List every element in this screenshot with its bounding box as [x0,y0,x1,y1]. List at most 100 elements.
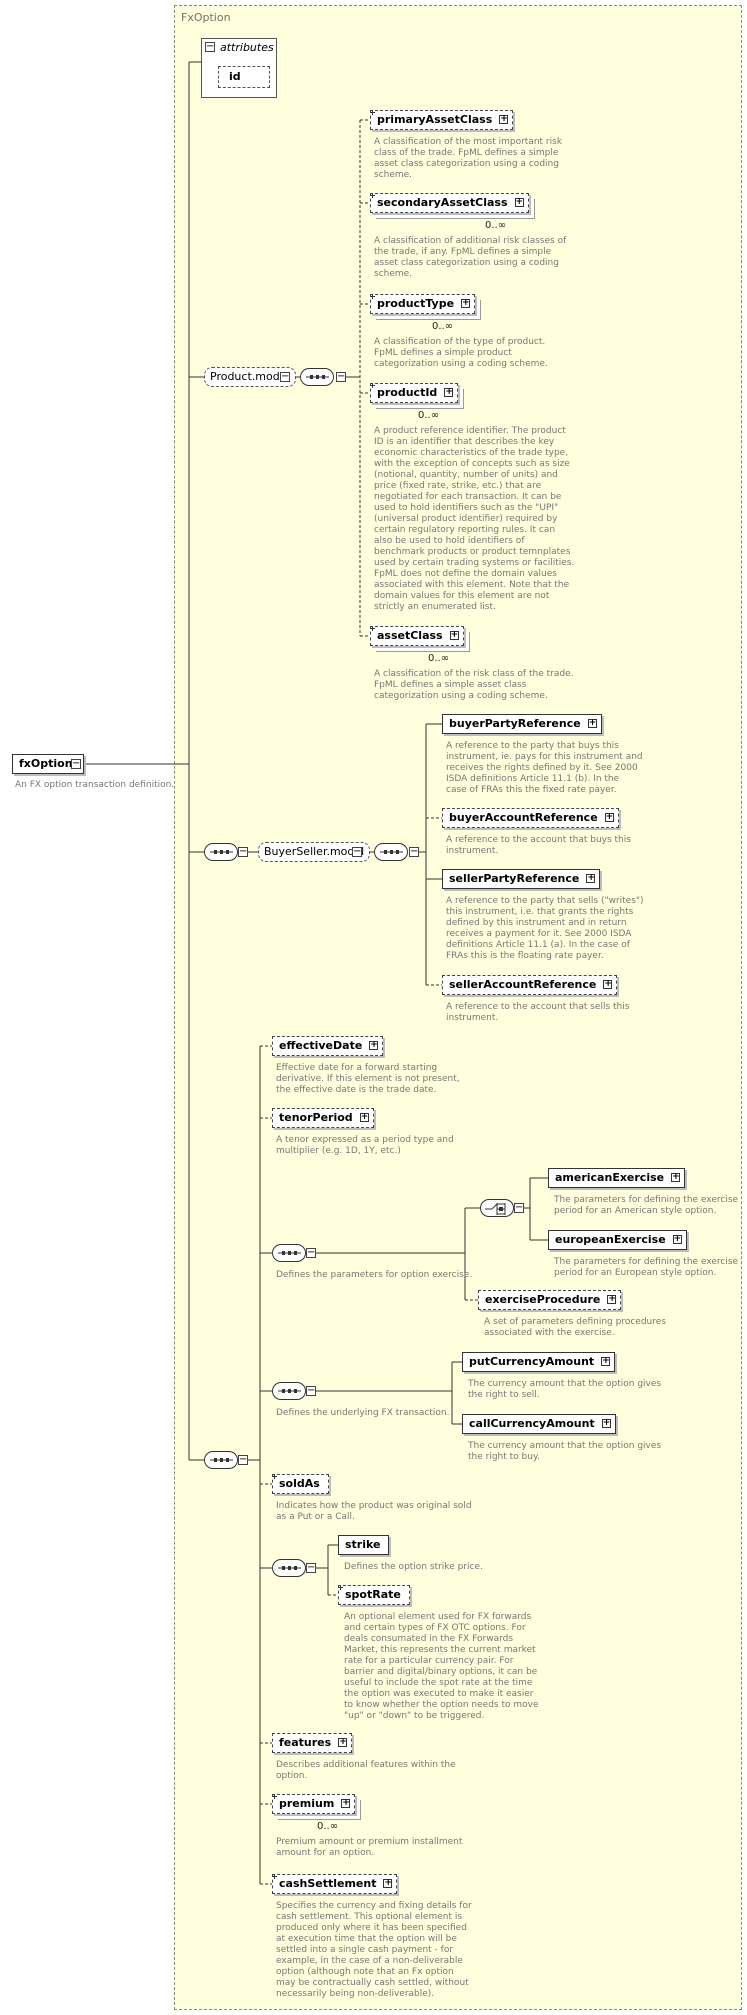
element-put-currency-amount[interactable]: putCurrencyAmount + [462,1352,616,1372]
element-seller-account-reference[interactable]: sellerAccountReference+ [442,975,618,995]
element-label: assetClass [377,629,443,642]
expand-icon[interactable]: + [604,812,614,822]
element-label: buyerPartyReference [449,717,581,730]
doc-seller-account-reference: A reference to the account that sells th… [446,1002,630,1023]
product-model-collapse-toggle[interactable]: − [280,371,290,382]
sequence-main-collapse-toggle[interactable]: − [238,1454,248,1465]
expand-icon[interactable]: + [514,197,524,207]
expand-icon[interactable]: + [444,387,454,397]
expand-icon[interactable]: + [449,630,459,640]
element-exercise-procedure[interactable]: exerciseProcedure+ [478,1290,622,1310]
element-label: cashSettlement [279,1877,377,1890]
attributes-label: attributes [220,41,274,54]
element-label: productType [377,297,455,310]
expand-icon[interactable]: + [461,298,471,308]
element-primary-asset-class[interactable]: primaryAssetClass + [370,110,514,130]
sequence-product-collapse-toggle[interactable]: − [336,371,346,382]
sequence-buyer-seller-collapse-toggle[interactable]: − [409,846,419,857]
expand-icon[interactable]: + [383,1878,393,1888]
doc-asset-class: A classification of the risk class of th… [374,669,574,701]
element-seller-party-reference[interactable]: sellerPartyReference + [442,869,601,889]
root-collapse-toggle[interactable]: − [71,758,81,769]
buyer-seller-model-collapse-toggle[interactable]: − [352,846,362,857]
doc-strike: Defines the option strike price. [344,1562,483,1572]
element-european-exercise[interactable]: europeanExercise+ [548,1230,687,1250]
cardinality-product-id: 0..∞ [418,410,440,421]
element-buyer-account-reference[interactable]: buyerAccountReference+ [442,808,619,828]
sequence-compositor-main [204,1451,238,1469]
element-label: soldAs [279,1477,320,1490]
expand-icon[interactable]: + [607,1294,617,1304]
attribute-id[interactable]: id [218,66,270,88]
complex-type-title: FxOption [181,11,231,24]
expand-icon[interactable]: + [671,1172,681,1182]
element-sold-as[interactable]: soldAs [272,1474,329,1494]
doc-exercise-group: Defines the parameters for option exerci… [276,1270,473,1280]
element-american-exercise[interactable]: americanExercise+ [548,1168,686,1188]
expand-icon[interactable]: + [338,1737,348,1747]
doc-call-currency-amount: The currency amount that the option give… [468,1441,662,1462]
sequence-compositor-buyer-seller-wrapper [204,843,238,861]
sequence-compositor-exercise [272,1244,306,1262]
expand-icon[interactable]: + [603,979,613,989]
sequence-compositor-strike [272,1559,306,1577]
element-label: premium [279,1797,335,1810]
doc-product-id: A product reference identifier. The prod… [374,426,575,612]
element-label: callCurrencyAmount [469,1417,595,1430]
sequence-buyer-seller-wrapper-toggle[interactable]: − [238,846,248,857]
element-label: tenorPeriod [279,1111,353,1124]
doc-sold-as: Indicates how the product was original s… [276,1501,472,1522]
element-product-type[interactable]: productType + [370,294,476,314]
doc-spot-rate: An optional element used for FX forwards… [344,1612,539,1721]
element-cash-settlement[interactable]: cashSettlement + [272,1874,398,1894]
expand-icon[interactable]: + [587,718,597,728]
element-label: sellerPartyReference [449,872,580,885]
expand-icon[interactable]: + [369,1040,379,1050]
expand-icon[interactable]: + [601,1418,611,1428]
element-asset-class[interactable]: assetClass + [370,626,464,646]
doc-seller-party-reference: A reference to the party that sells ("wr… [446,896,644,961]
doc-cash-settlement: Specifies the currency and fixing detail… [276,1901,472,1999]
element-label: strike [345,1538,381,1551]
element-features[interactable]: features + [272,1733,353,1753]
element-secondary-asset-class[interactable]: secondaryAssetClass+ [370,193,529,213]
element-spot-rate[interactable]: spotRate [338,1585,410,1605]
element-label: effectiveDate [279,1039,363,1052]
sequence-fx-collapse-toggle[interactable]: − [306,1385,316,1396]
expand-icon[interactable]: + [601,1356,611,1366]
element-label: primaryAssetClass [377,113,493,126]
element-strike[interactable]: strike [338,1535,390,1555]
group-product-model[interactable]: Product.model [204,367,296,387]
cardinality-product-type: 0..∞ [432,321,454,332]
root-doc: An FX option transaction definition. [15,780,175,790]
doc-american-exercise: The parameters for defining the exercise… [554,1195,739,1216]
expand-icon[interactable]: + [359,1112,369,1122]
root-element-fxoption[interactable]: fxOption [12,754,84,774]
element-buyer-party-reference[interactable]: buyerPartyReference + [442,714,602,734]
root-element-label: fxOption [19,757,73,770]
element-call-currency-amount[interactable]: callCurrencyAmount + [462,1414,616,1434]
element-label: productId [377,386,438,399]
expand-icon[interactable]: + [586,873,596,883]
element-effective-date[interactable]: effectiveDate + [272,1036,384,1056]
sequence-exercise-collapse-toggle[interactable]: − [306,1247,316,1258]
attributes-collapse-toggle[interactable]: − [205,41,215,52]
doc-product-type: A classification of the type of product.… [374,337,548,369]
element-label: features [279,1736,332,1749]
element-premium[interactable]: premium + [272,1794,356,1814]
expand-icon[interactable]: + [499,114,509,124]
sequence-strike-collapse-toggle[interactable]: − [306,1562,316,1573]
group-buyer-seller-model[interactable]: BuyerSeller.model [258,842,371,862]
doc-european-exercise: The parameters for defining the exercise… [554,1257,739,1278]
element-product-id[interactable]: productId + [370,383,459,403]
expand-icon[interactable]: + [672,1234,682,1244]
complex-type-box [174,5,742,2010]
choice-exercise-collapse-toggle[interactable]: − [514,1202,524,1213]
element-tenor-period[interactable]: tenorPeriod + [272,1108,374,1128]
expand-icon[interactable]: + [341,1798,351,1808]
element-label: putCurrencyAmount [469,1355,595,1368]
